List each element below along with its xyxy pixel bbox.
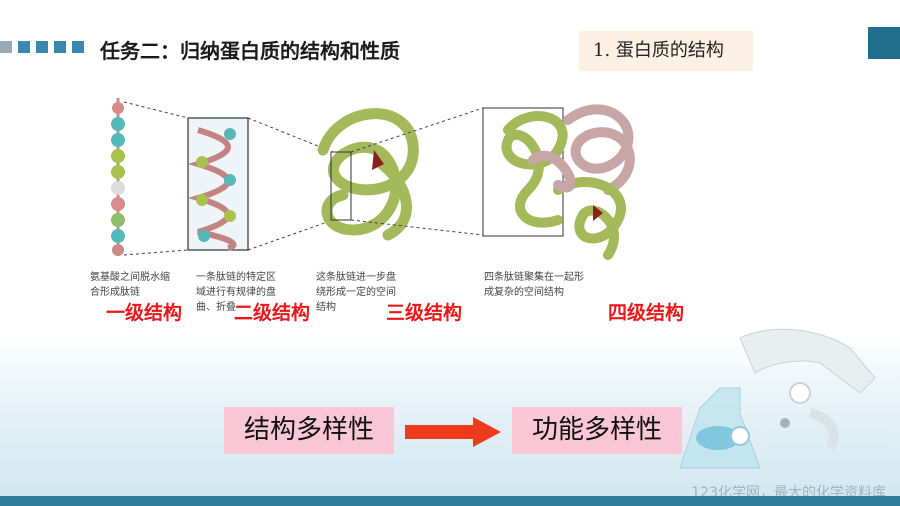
primary-caption: 氨基酸之间脱水缩 合形成肽链 xyxy=(90,270,170,300)
deco-square xyxy=(54,41,66,53)
caption-line: 域进行有规律的盘 xyxy=(196,287,276,298)
deco-square xyxy=(36,41,48,53)
caption-line: 合形成肽链 xyxy=(90,287,140,298)
secondary-structure-illustration xyxy=(187,117,249,251)
secondary-caption: 一条肽链的特定区 域进行有规律的盘 曲、折叠 xyxy=(196,270,276,315)
page-title: 任务二：归纳蛋白质的结构和性质 xyxy=(100,39,400,63)
deco-square xyxy=(18,41,30,53)
caption-line: 这条肽链进一步盘 xyxy=(316,272,396,283)
quaternary-caption: 四条肽链聚集在一起形 成复杂的空间结构 xyxy=(484,270,584,300)
caption-line: 一条肽链的特定区 xyxy=(196,272,276,283)
caption-line: 绕形成一定的空间 xyxy=(316,287,396,298)
caption-line: 曲、折叠 xyxy=(196,302,236,313)
deco-square xyxy=(0,41,12,53)
bottom-bar xyxy=(0,496,900,506)
tertiary-structure-illustration xyxy=(317,108,419,241)
tertiary-caption: 这条肽链进一步盘 绕形成一定的空间 结构 xyxy=(316,270,396,315)
deco-square xyxy=(72,41,84,53)
level-secondary: 二级结构 xyxy=(234,302,311,324)
corner-square xyxy=(868,27,900,59)
primary-structure-illustration xyxy=(111,98,125,256)
section-badge: 1. 蛋白质的结构 xyxy=(579,31,753,71)
caption-line: 氨基酸之间脱水缩 xyxy=(90,272,170,283)
caption-line: 四条肽链聚集在一起形 xyxy=(484,272,584,283)
protein-structure-figure xyxy=(111,98,635,260)
lab-illustration xyxy=(679,328,876,469)
structure-diversity-label: 结构多样性 xyxy=(224,407,394,454)
level-primary: 一级结构 xyxy=(106,302,183,324)
caption-line: 结构 xyxy=(316,302,336,313)
function-diversity-label: 功能多样性 xyxy=(512,407,682,454)
arrow-right-icon xyxy=(405,417,501,447)
level-tertiary: 三级结构 xyxy=(386,302,463,324)
quaternary-structure-illustration xyxy=(482,104,635,260)
level-quaternary: 四级结构 xyxy=(608,302,685,324)
caption-line: 成复杂的空间结构 xyxy=(484,287,564,298)
